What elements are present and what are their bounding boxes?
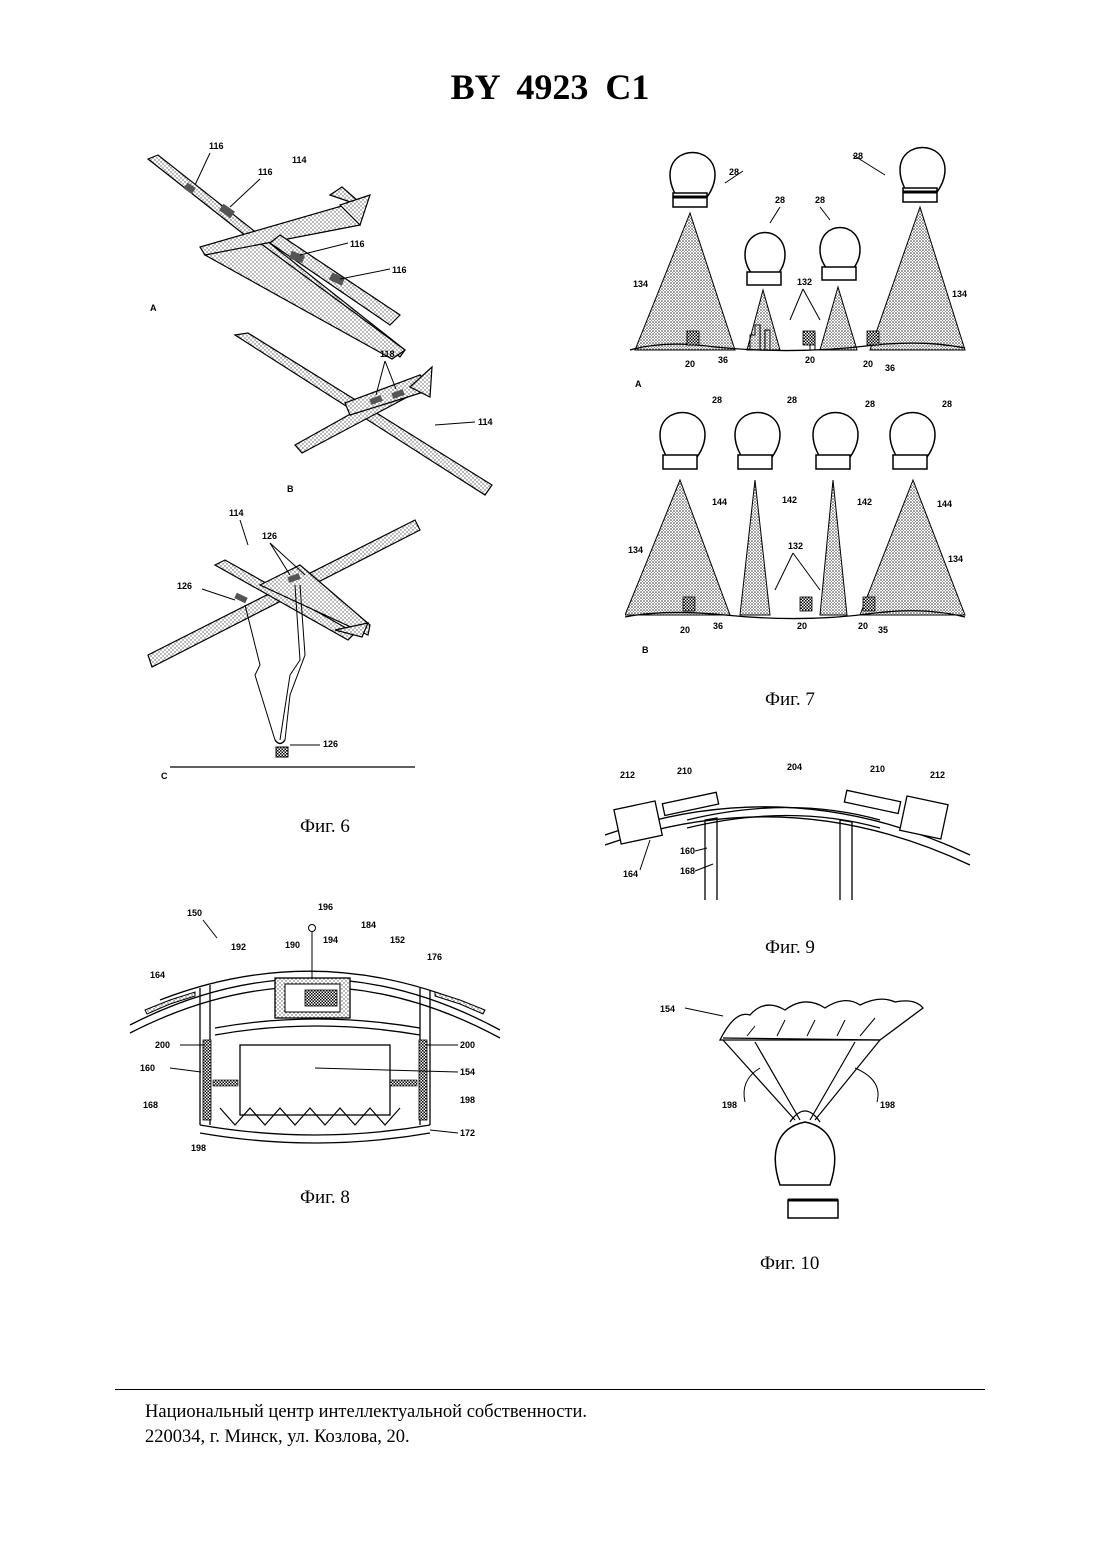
fig9-label-212-right: 212	[930, 770, 945, 780]
fig7-panel-a-letter: A	[635, 379, 642, 389]
fig9-label-168: 168	[680, 866, 695, 876]
fig7b-label-35: 35	[878, 625, 888, 635]
figure-9-cross-section-drawing: 212 210 204 210 212 160 164 168	[605, 760, 975, 900]
fig9-label-160: 160	[680, 846, 695, 856]
fig7b-label-20-b: 20	[797, 621, 807, 631]
fig7a-label-20-c: 20	[863, 359, 873, 369]
fig9-label-212-left: 212	[620, 770, 635, 780]
fig6c-label-126-top: 126	[262, 531, 277, 541]
fig6a-label-114: 114	[292, 155, 307, 165]
fig6a-label-116-upper: 116	[258, 167, 273, 177]
fig7a-label-36-b: 36	[885, 363, 895, 373]
figure-10-parachute-drawing: 154 198 198	[655, 990, 935, 1230]
fig9-label-210-left: 210	[677, 766, 692, 776]
fig7a-label-132: 132	[797, 277, 812, 287]
fig10-label-198-left: 198	[722, 1100, 737, 1110]
fig7a-label-134-left: 134	[633, 279, 648, 289]
fig7b-label-36: 36	[713, 621, 723, 631]
footer-address: Национальный центр интеллектуальной собс…	[145, 1400, 587, 1450]
footer-line-2: 220034, г. Минск, ул. Козлова, 20.	[145, 1425, 587, 1450]
fig9-label-210-right: 210	[870, 764, 885, 774]
fig7b-label-28-b: 28	[787, 395, 797, 405]
figure-8-caption: Фиг. 8	[300, 1187, 350, 1209]
patent-number-title: BY 4923 C1	[0, 66, 1100, 108]
fig6c-label-126-ground: 126	[323, 739, 338, 749]
fig8-label-192: 192	[231, 942, 246, 952]
fig6b-label-114: 114	[478, 417, 493, 427]
fig8-label-196-top: 196	[318, 902, 333, 912]
fig7a-label-28-d: 28	[815, 195, 825, 205]
fig8-label-198-bottom: 198	[191, 1143, 206, 1153]
fig7-panel-b-letter: B	[642, 645, 649, 655]
fig7b-label-142-a: 142	[782, 495, 797, 505]
figure-9-caption: Фиг. 9	[765, 937, 815, 959]
fig7b-label-132: 132	[788, 541, 803, 551]
fig8-label-172: 172	[460, 1128, 475, 1138]
fig7b-label-20-c: 20	[858, 621, 868, 631]
fig7b-label-134-left: 134	[628, 545, 643, 555]
fig9-label-204: 204	[787, 762, 802, 772]
fig10-label-198-right: 198	[880, 1100, 895, 1110]
fig7-panel-a: 28 28 28 28 134 132 134 20 36 20 20 36 A	[630, 148, 967, 390]
fig8-label-190: 190	[285, 940, 300, 950]
footer-divider	[115, 1389, 985, 1390]
fig7b-label-28-a: 28	[712, 395, 722, 405]
fig8-label-200-left: 200	[155, 1040, 170, 1050]
fig6-panel-b: 118 114 B	[235, 333, 493, 495]
fig8-label-150: 150	[187, 908, 202, 918]
figure-6-aircraft-drawing: 116 116 114 116 116 A 118 114 B	[130, 135, 530, 795]
fig9-label-164: 164	[623, 869, 638, 879]
fig7a-label-36-a: 36	[718, 355, 728, 365]
fig7b-label-144-left: 144	[712, 497, 727, 507]
fig7a-label-28-c: 28	[775, 195, 785, 205]
fig8-label-154: 154	[460, 1067, 475, 1077]
fig7b-label-28-c: 28	[865, 399, 875, 409]
fig7b-label-134-right: 134	[948, 554, 963, 564]
figure-7-balloon-coverage-drawing: 28 28 28 28 134 132 134 20 36 20 20 36 A	[625, 135, 975, 660]
fig7b-label-142-b: 142	[857, 497, 872, 507]
fig8-label-176: 176	[427, 952, 442, 962]
fig8-label-198-right: 198	[460, 1095, 475, 1105]
fig6-panel-a: 116 116 114 116 116 A	[148, 141, 407, 359]
fig7a-label-28-a: 28	[729, 167, 739, 177]
fig8-label-152: 152	[390, 935, 405, 945]
fig6-panel-c-letter: C	[161, 771, 168, 781]
figure-10-caption: Фиг. 10	[760, 1253, 819, 1275]
fig7b-label-144-right: 144	[937, 499, 952, 509]
fig6a-label-116-top: 116	[209, 141, 224, 151]
fig7b-label-28-d: 28	[942, 399, 952, 409]
fig6b-label-118: 118	[380, 349, 395, 359]
fig10-label-154: 154	[660, 1004, 675, 1014]
fig6-panel-a-letter: A	[150, 303, 157, 313]
fig8-label-168: 168	[143, 1100, 158, 1110]
footer-line-1: Национальный центр интеллектуальной собс…	[145, 1400, 587, 1425]
fig8-label-194: 194	[323, 935, 338, 945]
fig6c-label-114: 114	[229, 508, 244, 518]
fig8-label-160: 160	[140, 1063, 155, 1073]
fig8-label-200-right: 200	[460, 1040, 475, 1050]
fig7-panel-b: 28 28 28 28 144 142 142 144 134 132 134 …	[625, 395, 965, 655]
fig8-label-184: 184	[361, 920, 376, 930]
fig7a-label-20-b: 20	[805, 355, 815, 365]
fig7b-label-20-a: 20	[680, 625, 690, 635]
fig7a-label-20-a: 20	[685, 359, 695, 369]
fig6c-label-126-left: 126	[177, 581, 192, 591]
fig6-panel-c: 114 126 126 126 C	[148, 508, 420, 781]
fig7a-label-134-right: 134	[952, 289, 967, 299]
figure-8-cross-section-drawing: 150 196 184 192 190 194 152 176 164 200 …	[125, 900, 505, 1160]
fig8-label-164: 164	[150, 970, 165, 980]
fig6a-label-116-low: 116	[392, 265, 407, 275]
fig6a-label-116-mid: 116	[350, 239, 365, 249]
fig6-panel-b-letter: B	[287, 484, 294, 494]
figure-6-caption: Фиг. 6	[300, 816, 350, 838]
figure-7-caption: Фиг. 7	[765, 689, 815, 711]
